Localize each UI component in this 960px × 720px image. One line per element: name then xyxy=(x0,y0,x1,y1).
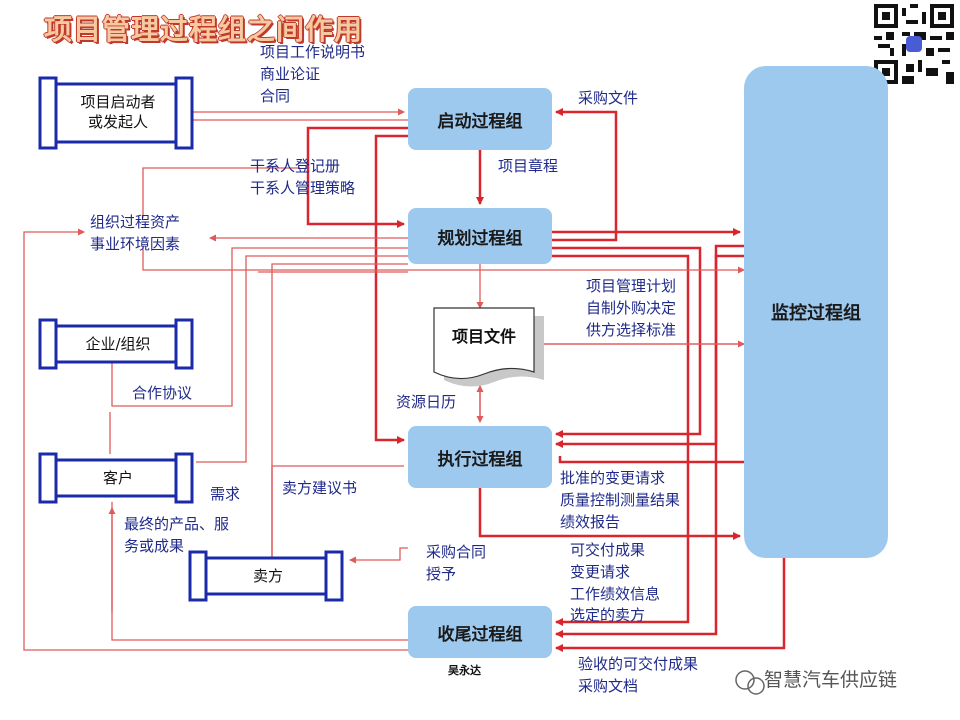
planning-process-group: 规划过程组 xyxy=(408,208,552,264)
seller-proposals-label: 卖方建议书 xyxy=(282,479,358,497)
exec-output-item: 绩效报告 xyxy=(560,512,621,531)
closing-output-item: 采购文档 xyxy=(578,676,639,695)
exec-output-item: 变更请求 xyxy=(570,562,631,581)
exec-outputs-1-label: 批准的变更请求 质量控制测量结果 绩效报告 xyxy=(560,468,680,533)
line-cooperation xyxy=(111,247,408,407)
customer-scroll-left-roll xyxy=(38,452,58,504)
plan-output-item: 供方选择标准 xyxy=(586,320,677,339)
line-seller-proposal-left xyxy=(271,263,408,566)
arrow-init-to-plan-left xyxy=(306,126,410,228)
qr-code-icon xyxy=(874,4,954,84)
monitoring-process-group: 监控过程组 xyxy=(744,66,888,558)
stakeholder-item: 干系人登记册 xyxy=(250,157,341,175)
closing-outputs-label: 验收的可交付成果 采购文档 xyxy=(578,654,698,698)
exec-outputs-2-label: 可交付成果 变更请求 工作绩效信息 选定的卖方 xyxy=(570,540,660,627)
customer-scroll-right-roll xyxy=(174,452,194,504)
plan-outputs-label: 项目管理计划 自制外购决定 供方选择标准 xyxy=(586,276,676,341)
enterprise-scroll-right-roll xyxy=(174,318,194,370)
seller-label: 卖方 xyxy=(252,567,283,585)
org-assets-label: 组织过程资产 事业环境因素 xyxy=(90,213,181,253)
arrow-exec-to-monitor xyxy=(478,488,741,540)
line-orgassets-up xyxy=(142,167,300,218)
page-title: 项目管理过程组之间作用 xyxy=(44,13,364,46)
stakeholders-label: 干系人登记册 干系人管理策略 xyxy=(250,156,355,200)
resource-calendar-label: 资源日历 xyxy=(396,393,457,411)
line-exec-seller xyxy=(271,465,404,560)
customer-label: 客户 xyxy=(102,469,133,487)
line-requirements xyxy=(196,255,408,463)
arrow-plan-to-exec xyxy=(552,246,702,438)
stakeholder-item: 干系人管理策略 xyxy=(250,178,356,197)
sponsor-scroll-body xyxy=(54,82,182,144)
plan-output-item: 项目管理计划 xyxy=(586,277,677,295)
project-charter-label: 项目章程 xyxy=(498,157,559,175)
plan-output-item: 自制外购决定 xyxy=(586,298,677,317)
author-signature: 吴永达 xyxy=(448,664,481,677)
arrow-plan-to-init xyxy=(552,108,618,242)
arrow-monitor-to-close xyxy=(555,254,744,638)
procurement-contract-line: 授予 xyxy=(426,564,457,583)
procurement-contract-line: 采购合同 xyxy=(426,543,487,561)
sponsor-output-item: 合同 xyxy=(260,86,291,105)
enterprise-label: 企业/组织 xyxy=(85,335,151,353)
final-product-line: 最终的产品、服 xyxy=(124,515,230,533)
project-documents: 项目文件 xyxy=(451,327,516,346)
arrow-monitor-back xyxy=(558,456,744,464)
sponsor-scroll-right-roll xyxy=(174,76,194,150)
final-product-label: 最终的产品、服 务或成果 xyxy=(124,514,229,558)
initiating-process-group: 启动过程组 xyxy=(408,88,552,150)
final-product-line: 务或成果 xyxy=(124,536,185,555)
arrow-close-to-orgassets xyxy=(23,228,410,651)
arrow-init-to-exec xyxy=(374,134,410,444)
executing-process-group: 执行过程组 xyxy=(408,426,552,488)
arrow-monitor-down-to-close xyxy=(555,556,786,652)
wechat-icon xyxy=(735,670,765,695)
document-shape xyxy=(433,307,535,380)
exec-output-item: 选定的卖方 xyxy=(570,606,646,625)
enterprise-scroll-left-roll xyxy=(38,318,58,370)
closing-process-group: 收尾过程组 xyxy=(408,606,552,658)
closing-output-item: 验收的可交付成果 xyxy=(578,655,699,673)
arrow-plan-to-close xyxy=(552,254,690,626)
procurement-contract-label: 采购合同 授予 xyxy=(426,542,486,586)
arrow-exec-to-seller xyxy=(349,547,408,564)
exec-output-item: 可交付成果 xyxy=(570,541,646,559)
cooperation-label: 合作协议 xyxy=(132,384,193,402)
requirements-label: 需求 xyxy=(210,485,241,503)
sponsor-outputs-label: 项目工作说明书 商业论证 合同 xyxy=(260,42,365,107)
seller-scroll-right-roll xyxy=(324,550,344,602)
watermark-text: 智慧汽车供应链 xyxy=(764,669,898,691)
sponsor-output-item: 项目工作说明书 xyxy=(260,43,366,61)
procurement-docs-label: 采购文件 xyxy=(578,89,639,107)
arrow-orgassets-to-monitor xyxy=(142,246,745,274)
exec-output-item: 质量控制测量结果 xyxy=(560,490,681,509)
sponsor-output-item: 商业论证 xyxy=(260,64,321,83)
sponsor-label: 项目启动者 或发起人 xyxy=(80,93,156,132)
exec-output-item: 工作绩效信息 xyxy=(570,584,661,603)
seller-scroll-left-roll xyxy=(188,550,208,602)
exec-output-item: 批准的变更请求 xyxy=(560,469,666,487)
sponsor-scroll-left-roll xyxy=(38,76,58,150)
